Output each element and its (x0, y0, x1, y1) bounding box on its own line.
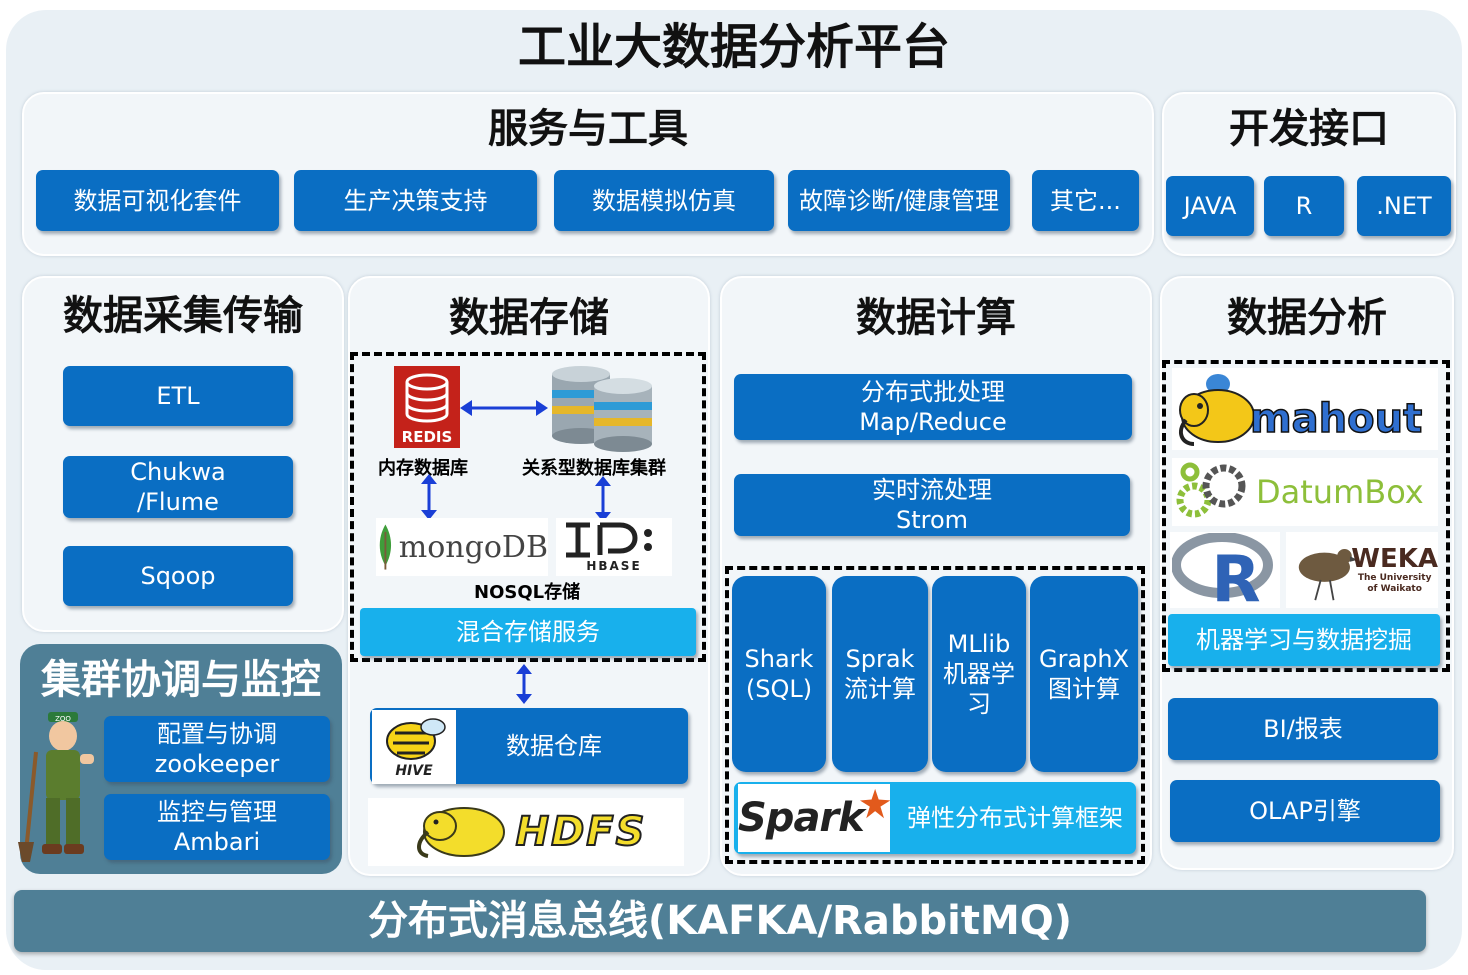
memory-db-label: 内存数据库 (378, 458, 468, 479)
cluster-heading: 集群协调与监控 (41, 657, 321, 703)
service-other-button[interactable]: 其它... (1032, 170, 1139, 231)
message-bus-bar (14, 890, 1426, 952)
stream-processing-button[interactable]: 实时流处理 Strom (734, 474, 1130, 536)
spark-text: Spark (738, 795, 865, 841)
r-logo-icon: R (1172, 533, 1273, 607)
sprak-stream-button[interactable]: Sprak 流计算 (832, 576, 928, 772)
hdfs-elephant-icon (416, 807, 505, 858)
mongodb-text: mongoDB (398, 529, 548, 565)
hybrid-storage-button[interactable]: 混合存储服务 (360, 608, 696, 656)
hbase-text: HBASE (586, 559, 642, 573)
ambari-button[interactable]: 监控与管理 Ambari (104, 794, 330, 860)
svg-text:REDIS: REDIS (402, 428, 453, 446)
weka-text-group: WEKA The University of Waikato (1351, 545, 1438, 595)
weka-bird-icon (1298, 548, 1358, 601)
shark-sql-button[interactable]: Shark (SQL) (732, 576, 826, 772)
mllib-button[interactable]: MLlib 机器学习 (932, 576, 1026, 772)
etl-button[interactable]: ETL (63, 366, 293, 426)
mahout-logo: mahout (1172, 368, 1438, 450)
spark-logo: Spark (738, 784, 890, 852)
ml-datamining-button[interactable]: 机器学习与数据挖掘 (1168, 614, 1440, 666)
mongodb-leaf-icon (379, 524, 392, 570)
mahout-elephant-icon (1178, 374, 1255, 446)
double-arrow-vertical-icon (516, 664, 532, 704)
spark-dashed-group (725, 566, 1145, 864)
datumbox-text: DatumBox (1256, 473, 1424, 511)
spark-star-icon (859, 788, 890, 819)
collection-heading: 数据采集传输 (63, 293, 303, 339)
hive-logo: HIVE (372, 710, 456, 784)
graphx-button[interactable]: GraphX 图计算 (1030, 576, 1138, 772)
hbase-logo: HBASE (556, 518, 672, 576)
double-arrow-vertical-icon (421, 474, 437, 520)
weka-university-text: The University (1357, 573, 1432, 583)
weka-waikato-text: of Waikato (1367, 584, 1422, 594)
nosql-label: NOSQL存储 (474, 582, 581, 603)
zookeeper-button[interactable]: 配置与协调 zookeeper (104, 716, 330, 782)
service-simulation-button[interactable]: 数据模拟仿真 (554, 170, 774, 231)
hbase-icon (566, 522, 652, 558)
mongodb-logo: mongoDB (376, 518, 548, 576)
olap-engine-button[interactable]: OLAP引擎 (1170, 780, 1440, 842)
r-button[interactable]: R (1264, 176, 1344, 236)
svg-text:R: R (1211, 543, 1260, 607)
hive-text: HIVE (395, 763, 433, 779)
service-diagnosis-button[interactable]: 故障诊断/健康管理 (788, 170, 1010, 231)
storage-dashed-group (350, 352, 706, 662)
relational-cluster-label: 关系型数据库集群 (522, 458, 666, 479)
storage-heading: 数据存储 (449, 295, 609, 341)
datumbox-gears-icon (1176, 462, 1246, 518)
svg-text:ZOO: ZOO (55, 715, 71, 723)
dotnet-button[interactable]: .NET (1357, 176, 1451, 236)
mahout-text: mahout (1249, 395, 1423, 443)
bi-report-button[interactable]: BI/报表 (1168, 698, 1438, 760)
analysis-dashed-group (1162, 360, 1450, 672)
analysis-heading: 数据分析 (1227, 295, 1387, 341)
message-bus-label: 分布式消息总线(KAFKA/RabbitMQ) (367, 898, 1073, 944)
zookeeper-mascot-icon: ZOO (18, 712, 94, 862)
page-title: 工业大数据分析平台 (517, 19, 950, 75)
chukwa-flume-button[interactable]: Chukwa /Flume (63, 456, 293, 518)
double-arrow-vertical-icon (595, 476, 611, 522)
sqoop-button[interactable]: Sqoop (63, 546, 293, 606)
redis-icon: REDIS (394, 366, 460, 448)
batch-processing-button[interactable]: 分布式批处理 Map/Reduce (734, 374, 1132, 440)
hdfs-logo: HDFS (368, 798, 684, 866)
r-logo: R (1170, 532, 1280, 608)
compute-heading: 数据计算 (856, 295, 1016, 341)
datumbox-logo: DatumBox (1172, 458, 1438, 526)
dev-interface-heading: 开发接口 (1229, 106, 1389, 152)
double-arrow-horizontal-icon (460, 400, 548, 416)
hive-bee-icon (386, 718, 446, 760)
relational-db-cluster-icon (552, 366, 652, 452)
service-decision-button[interactable]: 生产决策支持 (294, 170, 537, 231)
services-heading: 服务与工具 (488, 106, 688, 152)
service-visualization-button[interactable]: 数据可视化套件 (36, 170, 279, 231)
java-button[interactable]: JAVA (1166, 176, 1254, 236)
weka-logo: WEKA The University of Waikato (1286, 532, 1438, 608)
hdfs-text: HDFS (515, 808, 647, 856)
weka-text: WEKA (1351, 544, 1438, 574)
